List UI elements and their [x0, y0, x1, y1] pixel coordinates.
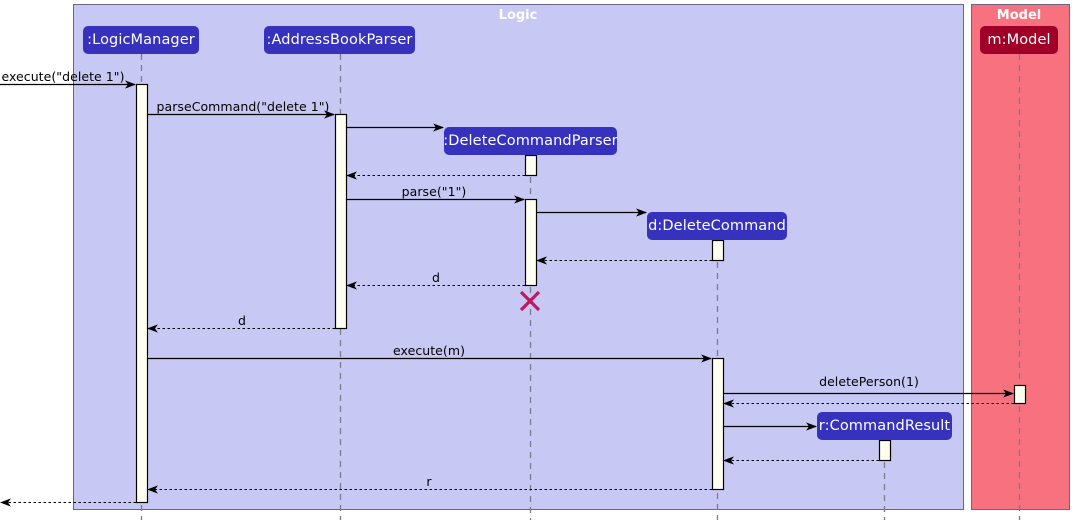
participant-command-result[interactable]: r:CommandResult [817, 412, 952, 440]
message-execute-delete-label: execute("delete 1") [1, 69, 125, 84]
activation-delete-command-parser-parse [524, 198, 538, 287]
destroy-markers [519, 290, 541, 312]
participant-address-book-parser[interactable]: :AddressBookParser [264, 26, 415, 54]
activation-delete-command-parser-create [524, 154, 538, 177]
participant-label-delete-command: d:DeleteCommand [648, 218, 786, 234]
participant-label-command-result: r:CommandResult [818, 418, 951, 434]
group-frames [73, 4, 1070, 510]
messages [0, 80, 1014, 507]
participant-label-logic-manager: :LogicManager [87, 32, 195, 48]
activation-address-book-parser [334, 113, 348, 330]
participant-model[interactable]: m:Model [980, 26, 1058, 54]
destroy-delete-command-parser [519, 290, 541, 312]
activation-delete-command-create [711, 239, 725, 262]
group-label-logic: Logic [498, 8, 538, 23]
group-label-model: Model [996, 8, 1042, 23]
message-parse-1-label: parse("1") [401, 184, 467, 199]
activation-logic-manager [135, 83, 149, 504]
participant-label-address-book-parser: :AddressBookParser [266, 32, 413, 48]
message-parse-command-label: parseCommand("delete 1") [156, 99, 330, 114]
participant-label-model: m:Model [987, 32, 1051, 48]
participant-delete-command-parser[interactable]: :DeleteCommandParser [443, 127, 618, 155]
activation-delete-command-execute [711, 357, 725, 491]
message-return-d-to-logic-manager-label: d [238, 313, 246, 328]
group-frame-model [971, 4, 1070, 510]
message-delete-person-label: deletePerson(1) [819, 374, 919, 389]
activation-model-delete [1013, 384, 1027, 405]
message-execute-m-label: execute(m) [393, 343, 465, 358]
activation-bars [135, 83, 1027, 504]
activation-command-result-create [878, 439, 892, 462]
participant-logic-manager[interactable]: :LogicManager [83, 26, 199, 54]
message-return-d-to-parser-label: d [432, 270, 440, 285]
participant-label-delete-command-parser: :DeleteCommandParser [443, 133, 618, 149]
participant-delete-command[interactable]: d:DeleteCommand [647, 212, 787, 240]
message-return-r-label: r [426, 474, 432, 489]
